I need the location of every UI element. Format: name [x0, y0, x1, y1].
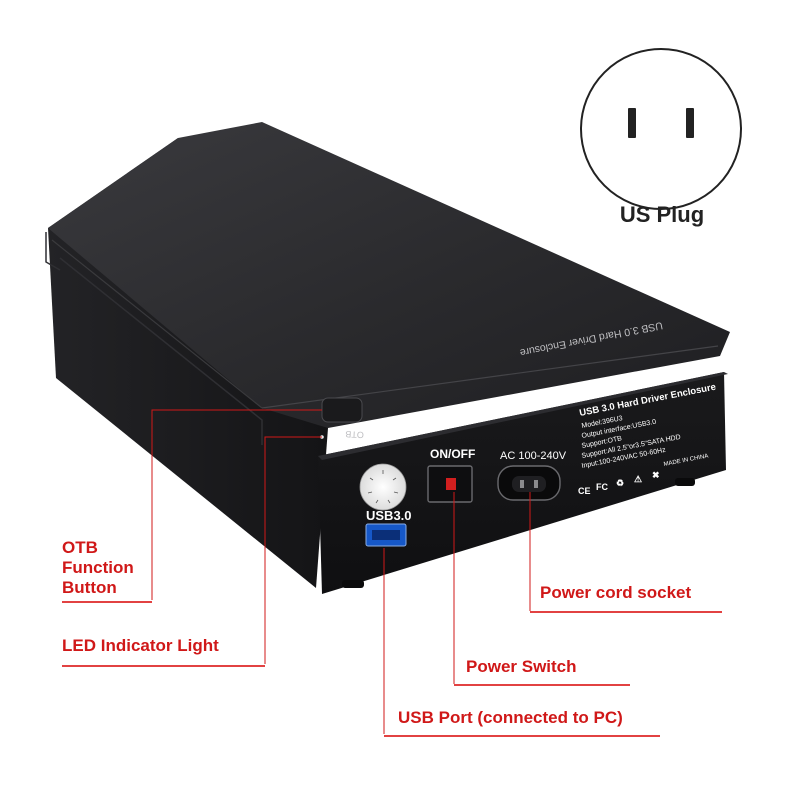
enclosure-top	[48, 122, 730, 428]
otb-leader	[151, 409, 322, 600]
foot-left	[342, 580, 364, 588]
leader-lines	[151, 409, 531, 734]
foot-right	[675, 478, 695, 486]
svg-text:✖: ✖	[652, 470, 660, 480]
svg-text:⚠: ⚠	[634, 474, 642, 484]
otb-label: OTB	[345, 429, 364, 440]
plug-prong-left	[628, 108, 636, 138]
led-callout: LED Indicator Light	[62, 636, 219, 655]
otb-button[interactable]	[321, 397, 363, 423]
power-cord-callout: Power cord socket	[540, 583, 692, 602]
plug-caption: US Plug	[619, 202, 705, 227]
usb-label: USB3.0	[366, 508, 412, 523]
otb-callout: OTB Function Button	[62, 538, 134, 597]
ac-label: AC 100-240V	[500, 450, 567, 462]
usb-port-callout: USB Port (connected to PC)	[398, 708, 623, 727]
plug-prong-right	[686, 108, 694, 138]
svg-text:♻: ♻	[616, 478, 624, 488]
on-off-label: ON/OFF	[430, 447, 475, 461]
led-leader	[264, 436, 322, 664]
us-plug-icon	[580, 48, 742, 210]
capacity-disc	[360, 464, 406, 510]
power-switch-callout: Power Switch	[466, 657, 577, 676]
svg-text:CE: CE	[578, 486, 591, 496]
svg-text:FC: FC	[596, 482, 608, 492]
